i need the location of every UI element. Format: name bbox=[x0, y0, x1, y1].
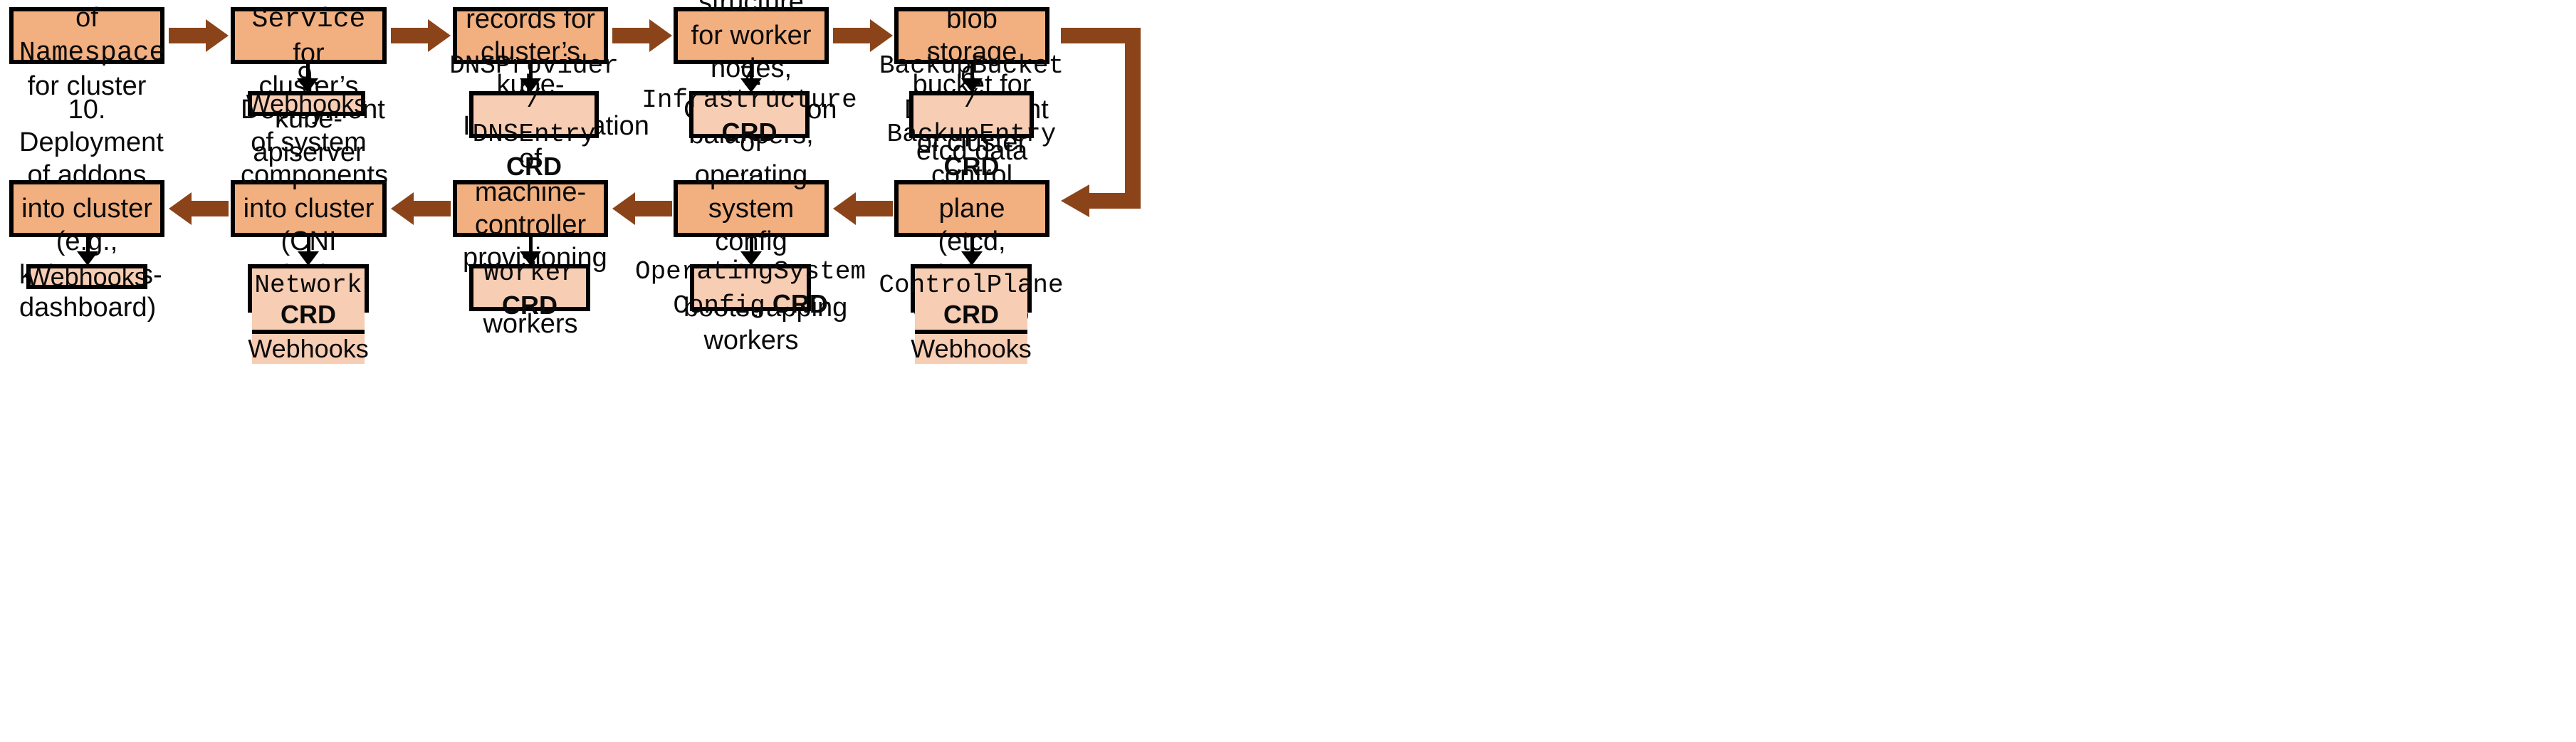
artifact-cell-webhooks-step9-label: Webhooks bbox=[248, 334, 369, 363]
artifact-box-dns-crd-label: DNSProvider /DNSEntry CRD bbox=[449, 51, 619, 181]
connector-step9 bbox=[307, 237, 310, 261]
artifact-cell-controlplane-crd[interactable]: ControlPlane CRD bbox=[879, 268, 1064, 330]
flow-arrow-4-to-5 bbox=[833, 19, 893, 52]
artifact-cell-controlplane-crd-label: ControlPlane CRD bbox=[879, 271, 1064, 329]
flow-arrow-9-to-10 bbox=[169, 192, 229, 225]
connector-arrowhead-step9 bbox=[298, 251, 319, 266]
connector-arrowhead-step3 bbox=[520, 78, 541, 93]
artifact-cell-network-crd-label: Network CRD bbox=[254, 271, 362, 329]
connector-step2 bbox=[306, 64, 310, 88]
connector-arrowhead-step6 bbox=[961, 251, 983, 266]
artifact-box-controlplane-crd-stack[interactable]: ControlPlane CRD Webhooks bbox=[879, 264, 1064, 364]
connector-arrowhead-step8 bbox=[520, 251, 541, 266]
connector-arrowhead-step7 bbox=[740, 251, 762, 266]
step-box-8[interactable]: 8. Instrumentation ofmachine-controllerp… bbox=[453, 78, 649, 339]
connector-step10 bbox=[86, 237, 90, 261]
artifact-box-webhooks-step10-label: Webhooks bbox=[26, 262, 147, 291]
artifact-cell-webhooks-step6[interactable]: Webhooks bbox=[911, 330, 1032, 364]
artifact-box-backupbucket-crd[interactable]: BackupBucket /BackupEntry CRD bbox=[879, 51, 1064, 181]
connector-step8 bbox=[529, 237, 533, 261]
connector-step6 bbox=[970, 237, 974, 261]
connector-step5 bbox=[970, 64, 974, 88]
artifact-box-webhooks-step10[interactable]: Webhooks bbox=[26, 262, 147, 291]
step-box-4[interactable]: 4. Preparation of infra-structure for wo… bbox=[674, 0, 829, 182]
flow-arrow-7-to-8 bbox=[612, 192, 672, 225]
flow-arrow-1-to-2 bbox=[169, 19, 229, 52]
artifact-box-dns-crd[interactable]: DNSProvider /DNSEntry CRD bbox=[449, 51, 619, 181]
flow-arrow-2-to-3 bbox=[391, 19, 451, 52]
connector-step4 bbox=[750, 64, 753, 88]
step-box-2[interactable]: 2. Creation of loadbalancer Service forc… bbox=[231, 4, 387, 167]
artifact-cell-webhooks-step9[interactable]: Webhooks bbox=[248, 330, 369, 364]
artifact-box-backupbucket-crd-label: BackupBucket /BackupEntry CRD bbox=[879, 51, 1064, 181]
flow-arrow-5-to-6-elbow bbox=[1049, 19, 1152, 226]
connector-arrowhead-step4 bbox=[740, 78, 762, 93]
connector-step7 bbox=[750, 237, 753, 261]
flow-arrow-6-to-7 bbox=[833, 192, 893, 225]
artifact-cell-webhooks-step6-label: Webhooks bbox=[911, 334, 1032, 363]
connector-step3 bbox=[529, 64, 533, 88]
flow-arrow-8-to-9 bbox=[391, 192, 451, 225]
connector-arrowhead-step10 bbox=[77, 251, 98, 266]
artifact-cell-network-crd[interactable]: Network CRD bbox=[252, 268, 365, 330]
artifact-box-webhooks-step2-label: Webhooks bbox=[246, 89, 367, 118]
connector-arrowhead-step2 bbox=[297, 78, 318, 93]
flow-arrow-3-to-4 bbox=[612, 19, 672, 52]
artifact-box-network-crd-stack[interactable]: Network CRD Webhooks bbox=[248, 264, 369, 364]
connector-arrowhead-step5 bbox=[961, 78, 983, 93]
artifact-box-webhooks-step2[interactable]: Webhooks bbox=[246, 89, 367, 118]
